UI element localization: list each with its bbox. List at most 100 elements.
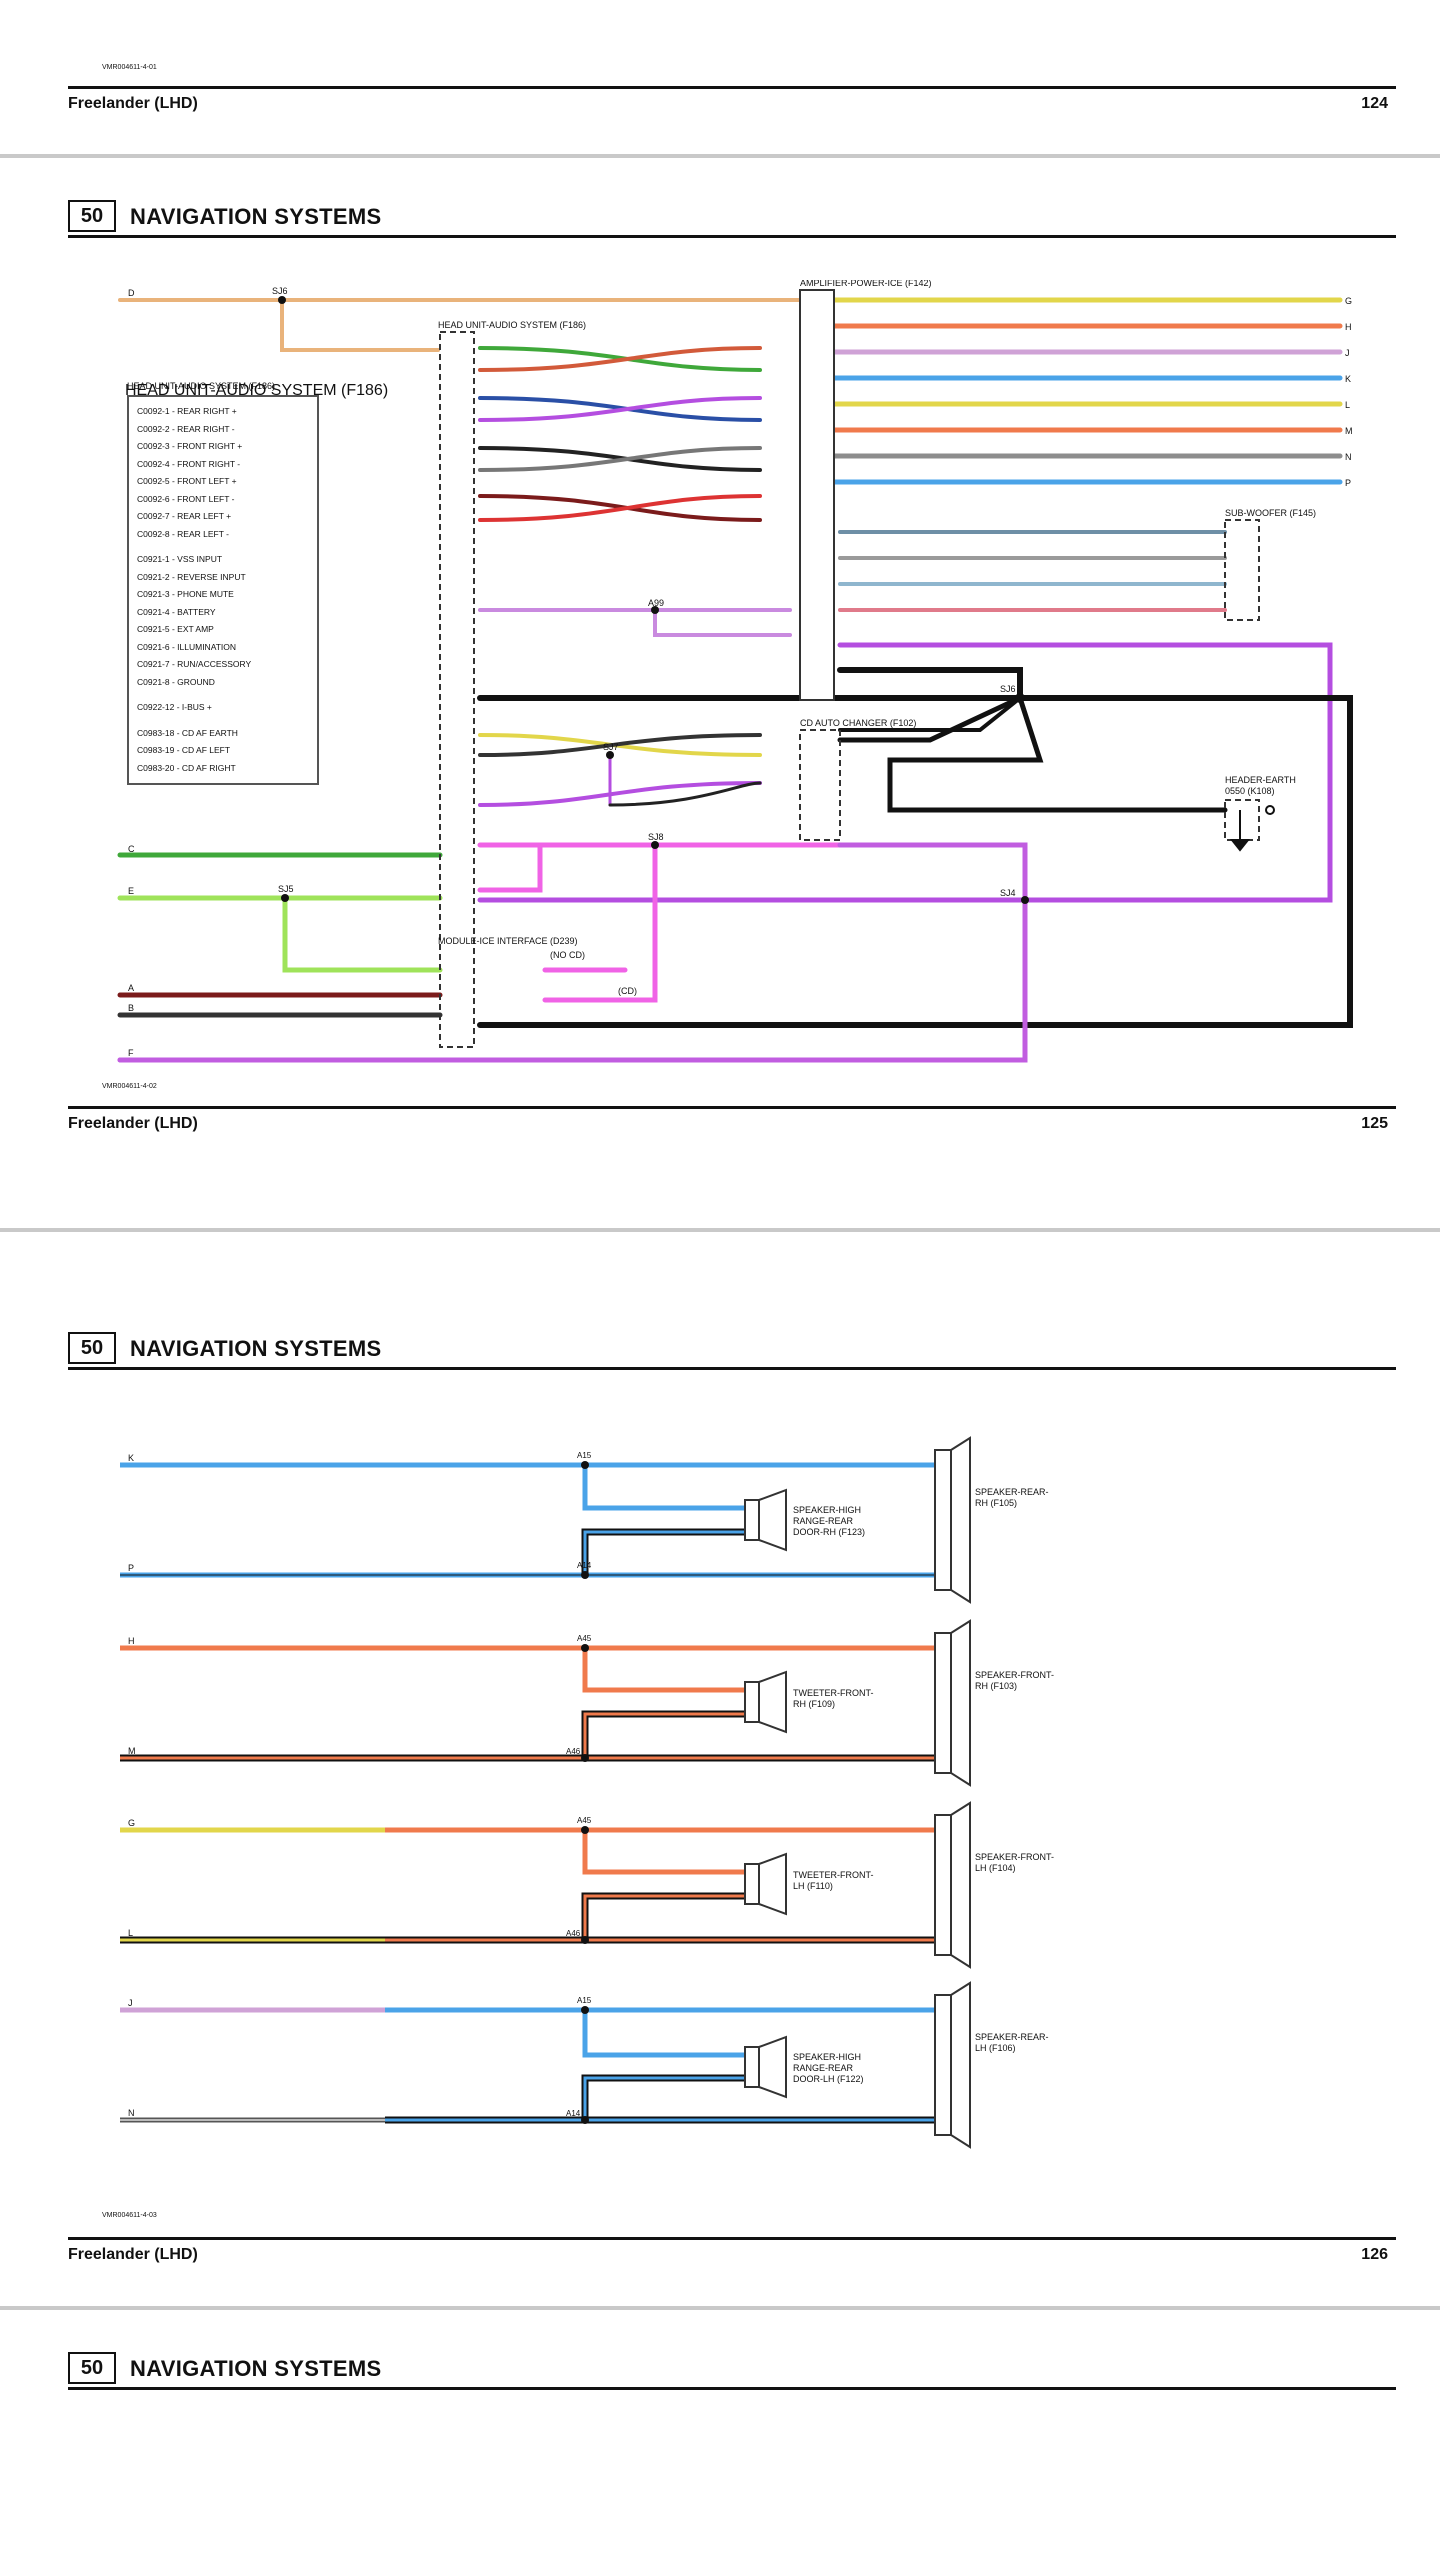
svg-text:A45: A45 xyxy=(577,1816,592,1825)
legend-heading: HEAD UNIT-AUDIO SYSTEM (F186) xyxy=(127,381,276,391)
legend-item: C0092-1 - REAR RIGHT + xyxy=(137,406,237,416)
svg-text:B: B xyxy=(128,1003,134,1013)
svg-text:N: N xyxy=(1345,452,1352,462)
svg-text:H: H xyxy=(1345,322,1352,332)
doc-ref-mid: VMR004611-4-02 xyxy=(102,1083,157,1090)
legend-item: C0921-3 - PHONE MUTE xyxy=(137,589,234,599)
svg-text:RH (F105): RH (F105) xyxy=(975,1498,1017,1508)
svg-text:P: P xyxy=(1345,478,1351,488)
legend-item: C0092-4 - FRONT RIGHT - xyxy=(137,458,241,469)
section-title: NAVIGATION SYSTEMS xyxy=(130,204,382,229)
svg-text:SPEAKER-HIGH: SPEAKER-HIGH xyxy=(793,1505,861,1515)
doc-ref-top: VMR004611-4-01 xyxy=(102,64,157,71)
svg-text:K: K xyxy=(1345,374,1351,384)
legend-spacer xyxy=(137,717,309,725)
svg-text:SJ8: SJ8 xyxy=(648,832,664,842)
svg-text:LH (F104): LH (F104) xyxy=(975,1863,1016,1873)
svg-text:HEADER-EARTH: HEADER-EARTH xyxy=(1225,775,1296,785)
svg-text:SJ4: SJ4 xyxy=(1000,888,1016,898)
legend-item: C0092-6 - FRONT LEFT - xyxy=(137,493,235,504)
legend-item: C0921-5 - EXT AMP xyxy=(137,624,214,634)
page-footer-title: Freelander (LHD) xyxy=(68,95,198,112)
svg-text:J: J xyxy=(1345,348,1350,358)
svg-text:P: P xyxy=(128,1563,134,1573)
svg-text:N: N xyxy=(128,2108,135,2118)
svg-text:A: A xyxy=(128,983,134,993)
svg-text:(NO CD): (NO CD) xyxy=(550,950,585,960)
svg-text:M: M xyxy=(1345,426,1353,436)
svg-text:CD AUTO CHANGER (F102): CD AUTO CHANGER (F102) xyxy=(800,718,916,728)
svg-text:A45: A45 xyxy=(577,1634,592,1643)
svg-text:SPEAKER-REAR-: SPEAKER-REAR- xyxy=(975,1487,1049,1497)
svg-text:G: G xyxy=(128,1818,135,1828)
svg-text:M: M xyxy=(128,1746,136,1756)
svg-text:J: J xyxy=(128,1998,133,2008)
svg-text:MODULE-ICE INTERFACE (D239): MODULE-ICE INTERFACE (D239) xyxy=(438,936,578,946)
svg-text:H: H xyxy=(128,1636,135,1646)
svg-text:K: K xyxy=(128,1453,134,1463)
svg-text:SJ6: SJ6 xyxy=(272,286,288,296)
legend-item: C0921-6 - ILLUMINATION xyxy=(137,641,237,652)
audio-wiring-diagram: D C E A B F G H J K L M N P AMPLIFIER-PO… xyxy=(117,280,1353,1063)
page-number: 126 xyxy=(1361,2246,1388,2263)
svg-text:A14: A14 xyxy=(577,1561,592,1570)
legend-spacer xyxy=(137,543,309,551)
svg-text:A15: A15 xyxy=(577,1451,592,1460)
section-number-box: 50 xyxy=(68,2352,116,2384)
legend-item: C0092-7 - REAR LEFT + xyxy=(137,511,232,521)
svg-text:G: G xyxy=(1345,296,1352,306)
svg-text:SJ5: SJ5 xyxy=(278,884,294,894)
svg-text:A46: A46 xyxy=(566,1929,581,1938)
page-separator xyxy=(0,2306,1440,2310)
section-title: NAVIGATION SYSTEMS xyxy=(130,1336,382,1361)
svg-text:RANGE-REAR: RANGE-REAR xyxy=(793,1516,854,1526)
page-number: 124 xyxy=(1361,95,1388,112)
svg-text:AMPLIFIER-POWER-ICE (F142): AMPLIFIER-POWER-ICE (F142) xyxy=(800,280,932,288)
section-rule xyxy=(68,1367,1396,1370)
legend-item: C0921-8 - GROUND xyxy=(137,676,215,687)
legend-item: C0092-2 - REAR RIGHT - xyxy=(137,423,235,434)
svg-text:HEAD UNIT-AUDIO SYSTEM (F186): HEAD UNIT-AUDIO SYSTEM (F186) xyxy=(438,320,586,330)
legend-item: C0921-4 - BATTERY xyxy=(137,606,216,617)
svg-text:SPEAKER-FRONT-: SPEAKER-FRONT- xyxy=(975,1852,1054,1862)
svg-text:RANGE-REAR: RANGE-REAR xyxy=(793,2063,854,2073)
svg-text:D: D xyxy=(128,288,135,298)
page-separator xyxy=(0,154,1440,158)
svg-text:TWEETER-FRONT-: TWEETER-FRONT- xyxy=(793,1870,874,1880)
svg-text:F: F xyxy=(128,1048,134,1058)
page-rule xyxy=(68,1106,1396,1109)
svg-text:LH (F110): LH (F110) xyxy=(793,1881,833,1891)
legend-item: C0921-1 - VSS INPUT xyxy=(137,554,223,564)
legend-spacer xyxy=(137,691,309,699)
svg-text:SJ7: SJ7 xyxy=(603,742,619,752)
page-rule xyxy=(68,86,1396,89)
legend-item: C0922-12 - I-BUS + xyxy=(137,702,212,712)
section-title: NAVIGATION SYSTEMS xyxy=(130,2356,382,2381)
svg-text:L: L xyxy=(1345,400,1350,410)
legend-item: C0092-3 - FRONT RIGHT + xyxy=(137,441,243,451)
svg-text:E: E xyxy=(128,886,134,896)
legend-item: C0983-19 - CD AF LEFT xyxy=(137,745,231,755)
svg-text:SUB-WOOFER (F145): SUB-WOOFER (F145) xyxy=(1225,508,1316,518)
page-separator xyxy=(0,1228,1440,1232)
page-number: 125 xyxy=(1361,1115,1388,1132)
section-number: 50 xyxy=(80,2356,104,2379)
doc-ref-bottom: VMR004611-4-03 xyxy=(102,2212,157,2219)
svg-text:A15: A15 xyxy=(577,1996,592,2005)
svg-text:0550 (K108): 0550 (K108) xyxy=(1225,786,1275,796)
legend-item: C0983-20 - CD AF RIGHT xyxy=(137,762,236,773)
svg-text:DOOR-RH (F123): DOOR-RH (F123) xyxy=(793,1527,865,1537)
section-rule xyxy=(68,235,1396,238)
section-rule xyxy=(68,2387,1396,2390)
svg-text:SPEAKER-FRONT-: SPEAKER-FRONT- xyxy=(975,1670,1054,1680)
legend-item: C0092-5 - FRONT LEFT + xyxy=(137,476,237,486)
svg-text:DOOR-LH (F122): DOOR-LH (F122) xyxy=(793,2074,864,2084)
page-footer-title: Freelander (LHD) xyxy=(68,1115,198,1132)
svg-text:(CD): (CD) xyxy=(618,986,637,996)
legend-title: HEAD UNIT-AUDIO SYSTEM (F186) xyxy=(125,382,389,399)
svg-text:A46: A46 xyxy=(566,1747,581,1756)
head-unit-legend: C0092-1 - REAR RIGHT + C0092-2 - REAR RI… xyxy=(127,395,319,785)
section-number: 50 xyxy=(80,204,104,227)
section-number-box: 50 xyxy=(68,1332,116,1364)
